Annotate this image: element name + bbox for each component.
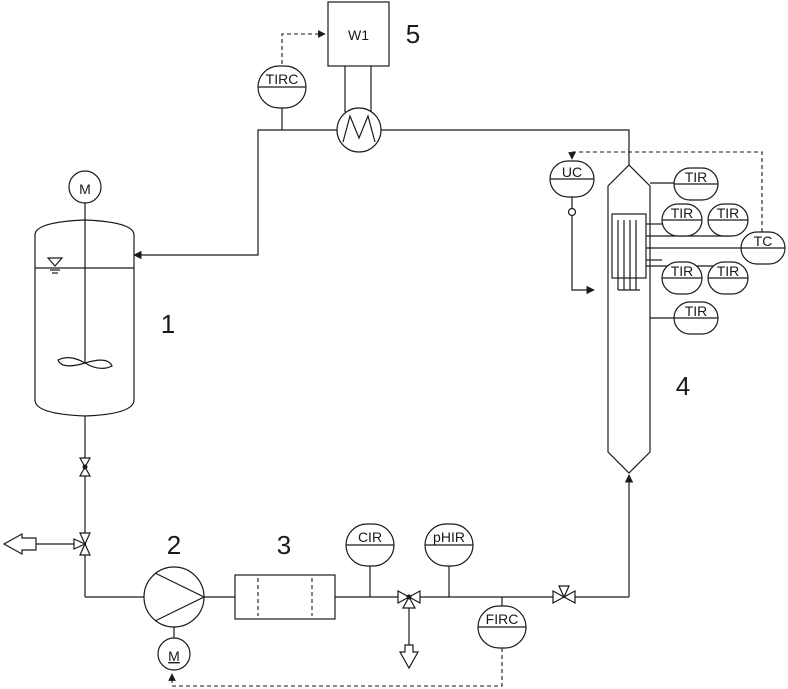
sampling-valve <box>397 589 421 670</box>
drain-arrow-down-icon <box>398 644 420 670</box>
heat-exchanger-coil-icon <box>342 114 376 143</box>
reactor-column: 4 <box>607 164 690 474</box>
instrument-firc-label: FIRC <box>486 611 519 627</box>
filter-unit: 3 <box>234 530 336 620</box>
column-shell <box>607 164 651 474</box>
pump: M 2 <box>143 530 206 671</box>
drain-arrow-left-icon <box>2 532 37 556</box>
instrument-tir: TIR <box>707 203 749 237</box>
pump-impeller-icon <box>154 572 206 622</box>
instrument-uc-label: UC <box>562 164 582 180</box>
equipment-number-5: 5 <box>406 19 420 49</box>
instrument-tir: TIR <box>707 261 749 295</box>
three-way-valve <box>2 532 91 556</box>
equipment-number-1: 1 <box>161 309 175 339</box>
tank-motor-label: M <box>79 181 91 197</box>
instrument-tir-label: TIR <box>717 263 740 279</box>
instrument-tir-label: TIR <box>671 263 694 279</box>
agitator-impeller-icon <box>57 357 113 369</box>
firc-control-signal <box>168 648 503 687</box>
heater-label: W1 <box>348 27 369 43</box>
equipment-number-2: 2 <box>167 530 181 560</box>
heater-box <box>327 1 390 67</box>
pump-casing <box>143 566 205 628</box>
level-marker-icon <box>46 257 64 267</box>
return-line <box>381 129 630 165</box>
heat-exchanger <box>336 107 382 153</box>
instrument-phir: pHIR <box>424 523 474 597</box>
instrument-tir: TIR <box>661 203 703 237</box>
instrument-cir: CIR <box>345 523 395 597</box>
tc-control-signal <box>568 151 763 232</box>
process-piping <box>84 129 634 645</box>
pump-motor-icon <box>157 637 191 671</box>
instrument-tir-label: TIR <box>685 303 708 319</box>
filter-housing <box>234 574 336 620</box>
temperature-sensors: TIR TIR TIR TIR TIR TIR <box>646 167 749 335</box>
stirred-tank: M 1 <box>34 170 175 417</box>
heater-unit: W1 5 <box>327 1 420 153</box>
instrument-tir-label: TIR <box>671 205 694 221</box>
instrument-firc: FIRC <box>168 597 527 687</box>
motor-icon <box>68 170 102 204</box>
instrument-tirc: TIRC <box>257 30 326 130</box>
tank-outlet-valve <box>78 457 92 477</box>
equipment-number-4: 4 <box>676 371 690 401</box>
instrument-uc: UC <box>549 151 763 295</box>
instrument-tc-label: TC <box>754 233 773 249</box>
return-line-to-tank <box>133 129 337 260</box>
instrument-tir-label: TIR <box>685 169 708 185</box>
instrument-tc: TC <box>740 231 786 265</box>
instrument-cir-label: CIR <box>358 529 382 545</box>
instrument-tir-label: TIR <box>717 205 740 221</box>
column-internal-heater <box>611 213 647 279</box>
instrument-phir-label: pHIR <box>433 529 465 545</box>
column-feed-valve <box>552 585 576 605</box>
instrument-tirc-label: TIRC <box>266 71 299 87</box>
instrument-tir: TIR <box>673 167 719 201</box>
instrument-tir: TIR <box>673 301 719 335</box>
pump-motor-label: M <box>168 648 180 664</box>
instrument-tir: TIR <box>661 261 703 295</box>
equipment-number-3: 3 <box>277 530 291 560</box>
